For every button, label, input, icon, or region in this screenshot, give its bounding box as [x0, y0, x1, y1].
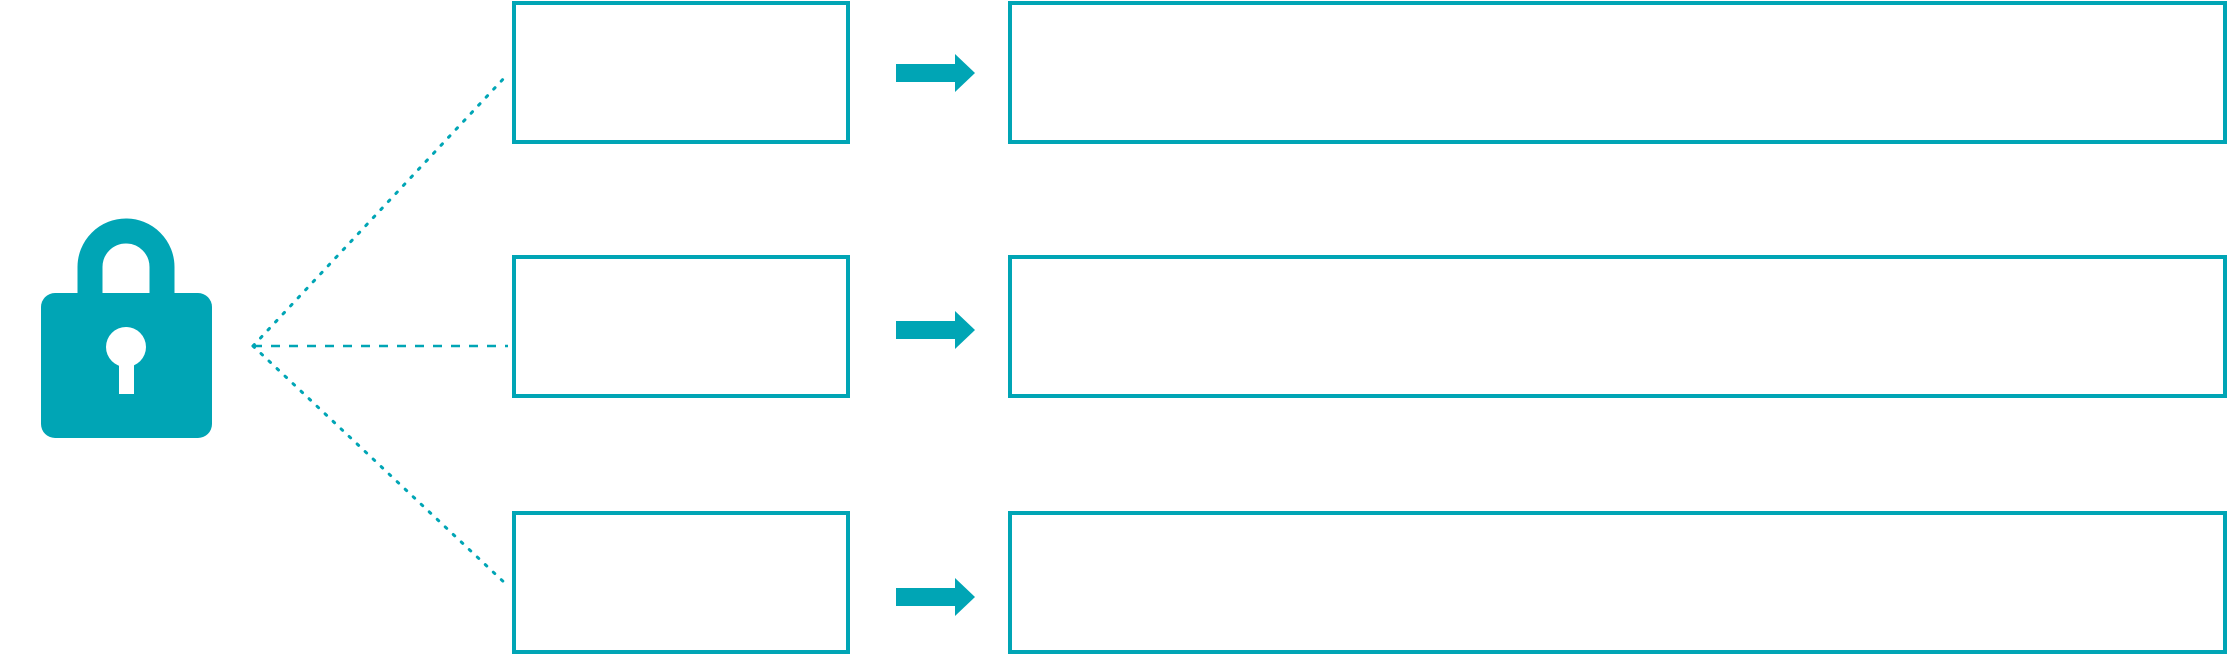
term-text-3 [516, 515, 846, 531]
definition-text-2 [1012, 259, 2223, 275]
right-arrow-icon [896, 54, 975, 92]
term-box-2[interactable] [512, 255, 850, 398]
dotted-connector-bottom [251, 344, 510, 588]
term-box-3[interactable] [512, 511, 850, 654]
definition-box-1[interactable] [1008, 1, 2227, 144]
definition-box-3[interactable] [1008, 511, 2227, 654]
term-box-1[interactable] [512, 1, 850, 144]
lock-icon [41, 218, 212, 438]
right-arrow-icon [896, 311, 975, 349]
term-text-1 [516, 5, 846, 21]
lock-keyhole-stem [119, 347, 134, 394]
definition-text-1 [1012, 5, 2223, 21]
term-text-2 [516, 259, 846, 275]
dotted-connector-top [251, 74, 508, 348]
definition-box-2[interactable] [1008, 255, 2227, 398]
right-arrow-icon [896, 578, 975, 616]
lock-shackle [77, 218, 175, 304]
definition-text-3 [1012, 515, 2223, 531]
